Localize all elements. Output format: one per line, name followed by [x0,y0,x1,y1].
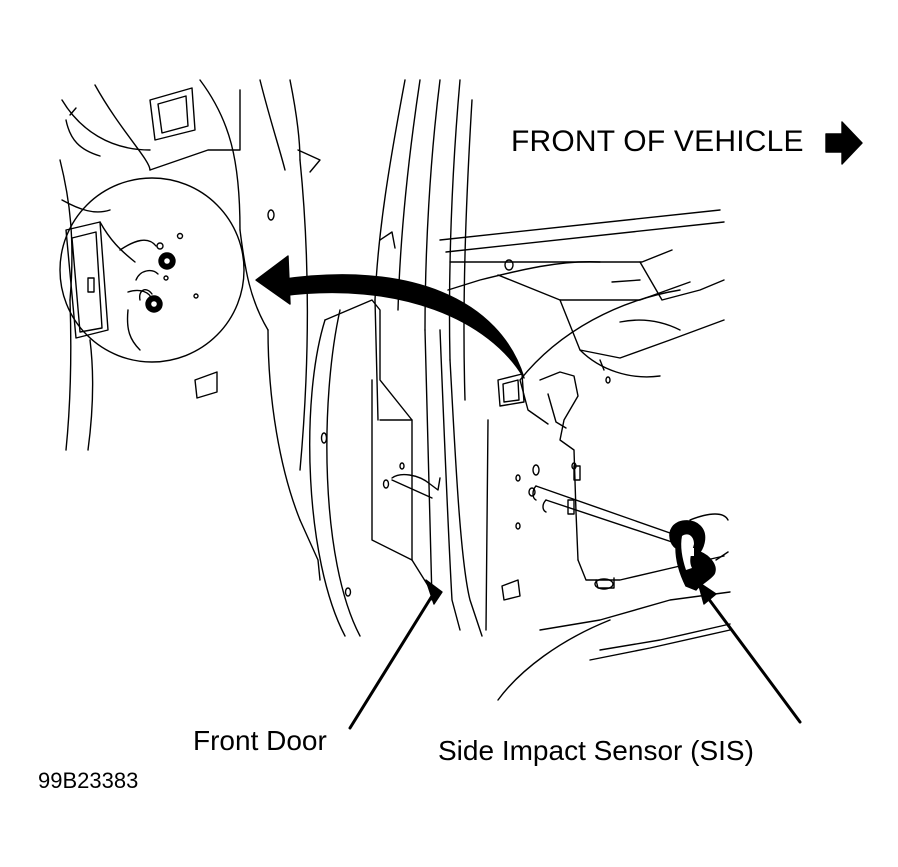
zoom-detail-circle [60,178,244,362]
front-door-leader [350,580,442,728]
b-pillar [375,80,482,636]
side-impact-sensor [670,521,715,590]
figure-id-label: 99B23383 [38,768,139,793]
callout-arrow [256,256,524,378]
upper-body-structure [60,80,320,580]
right-arrow-icon [826,122,862,164]
front-door-label: Front Door [193,725,327,756]
sis-leader [698,582,800,722]
side-impact-sensor-label: Side Impact Sensor (SIS) [438,735,754,766]
front-of-vehicle-label: FRONT OF VEHICLE [511,125,804,158]
right-body-structure [440,210,730,700]
front-door-panel [310,300,440,636]
